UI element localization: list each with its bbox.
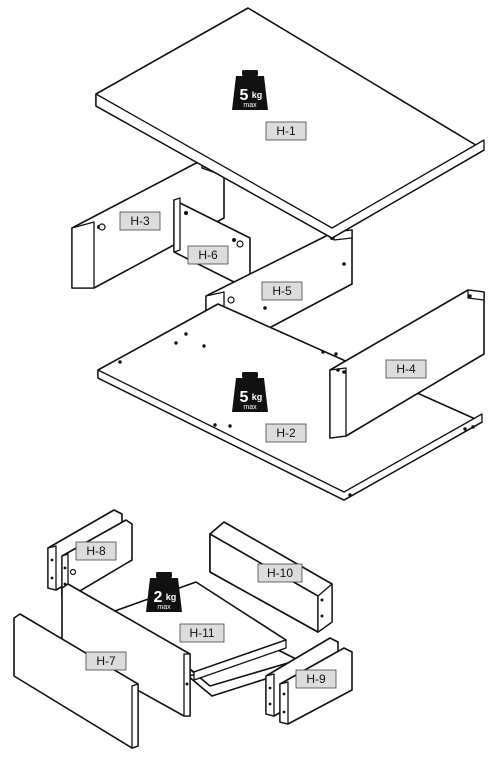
- label-h2: H-2: [265, 423, 307, 443]
- svg-text:kg: kg: [166, 592, 177, 602]
- weight-icon: 5 kg max: [232, 372, 268, 412]
- svg-text:H-7: H-7: [96, 654, 116, 668]
- svg-text:5: 5: [240, 389, 249, 406]
- svg-text:H-10: H-10: [267, 566, 293, 580]
- svg-text:H-2: H-2: [276, 426, 296, 440]
- svg-text:H-1: H-1: [276, 124, 296, 138]
- svg-text:max: max: [157, 604, 171, 611]
- svg-text:H-8: H-8: [86, 544, 106, 558]
- svg-text:H-9: H-9: [306, 672, 326, 686]
- panel-h7: [13, 613, 139, 749]
- weight-icon: 2 kg max: [146, 572, 182, 612]
- label-h6: H-6: [187, 245, 229, 265]
- label-h10: H-10: [257, 563, 303, 583]
- svg-text:H-5: H-5: [272, 284, 292, 298]
- svg-text:5: 5: [240, 87, 249, 104]
- label-h4: H-4: [385, 359, 427, 379]
- svg-text:max: max: [243, 102, 257, 109]
- svg-text:kg: kg: [252, 392, 263, 402]
- svg-text:max: max: [243, 404, 257, 411]
- label-h1: H-1: [265, 121, 307, 141]
- svg-text:H-3: H-3: [130, 214, 150, 228]
- svg-text:H-6: H-6: [198, 248, 218, 262]
- label-h9: H-9: [295, 669, 337, 689]
- panel-h6: [173, 197, 251, 291]
- label-h5: H-5: [261, 281, 303, 301]
- svg-text:H-4: H-4: [396, 362, 416, 376]
- svg-text:2: 2: [154, 589, 163, 606]
- label-h8: H-8: [75, 541, 117, 561]
- svg-text:H-11: H-11: [189, 626, 214, 640]
- panel-h2: [97, 303, 483, 501]
- weight-icon: 5 kg max: [232, 70, 268, 110]
- label-h7: H-7: [85, 651, 127, 671]
- label-h3: H-3: [119, 211, 161, 231]
- label-h11: H-11: [179, 623, 225, 643]
- svg-text:kg: kg: [252, 90, 263, 100]
